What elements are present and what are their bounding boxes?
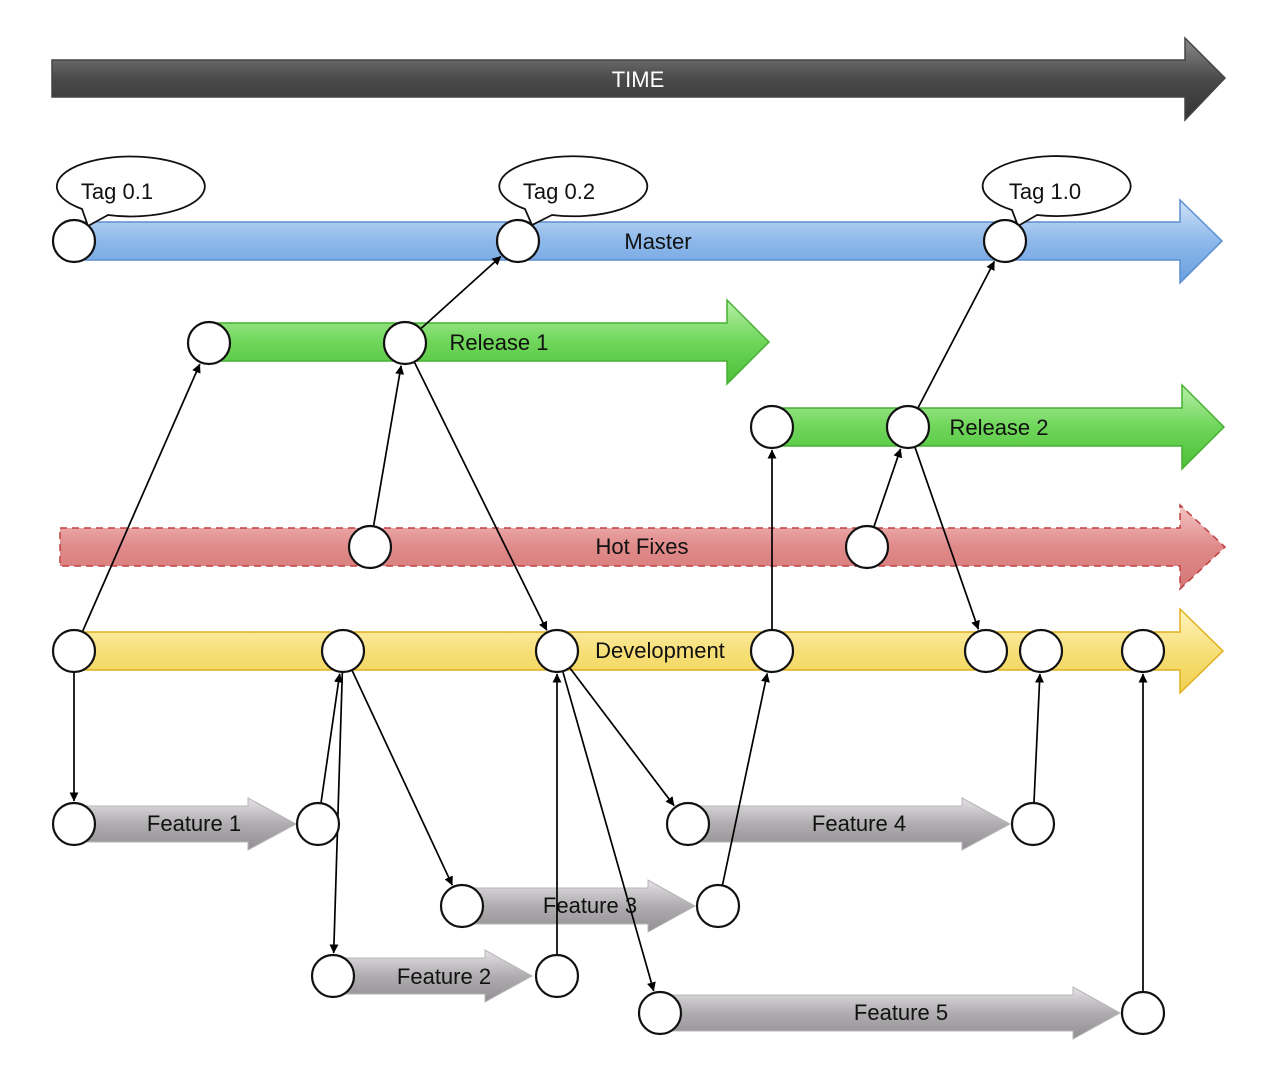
merge-arrow-rel2-2-to-master-3 xyxy=(917,261,996,408)
commit-development-6[interactable] xyxy=(1018,628,1064,674)
lane-feature-1-label: Feature 1 xyxy=(147,811,241,836)
commit-release-2-1[interactable] xyxy=(749,404,795,450)
merge-arrow-dev-3-to-feat5-1 xyxy=(562,671,656,992)
lane-feature-5: Feature 5 xyxy=(659,986,1122,1040)
merge-arrow-rel1-2-to-master-2 xyxy=(420,255,502,329)
merge-arrow-hotfix-1-to-rel1-2 xyxy=(372,365,405,526)
commit-master-1[interactable] xyxy=(51,218,97,264)
merge-arrow-dev-2-to-feat2-1 xyxy=(329,672,344,954)
lane-feature-5-label: Feature 5 xyxy=(854,1000,948,1025)
lane-development-label: Development xyxy=(595,638,725,663)
tag-bubble-0-1: Tag 0.1 xyxy=(55,155,206,228)
lane-release-1-label: Release 1 xyxy=(449,330,548,355)
commit-development-7[interactable] xyxy=(1120,628,1166,674)
lane-feature-2-label: Feature 2 xyxy=(397,964,491,989)
lane-hot-fixes: Hot Fixes xyxy=(59,503,1227,591)
lane-release-1: Release 1 xyxy=(207,298,771,386)
tag-label-0-2: Tag 0.2 xyxy=(523,179,595,204)
commit-development-4[interactable] xyxy=(749,628,795,674)
time-label: TIME xyxy=(612,67,665,92)
lane-feature-3: Feature 3 xyxy=(461,879,697,933)
lane-feature-4-label: Feature 4 xyxy=(812,811,906,836)
merge-arrow-feat3-2-to-dev-4 xyxy=(721,673,770,885)
tag-bubble-0-2: Tag 0.2 xyxy=(498,155,649,227)
merge-arrow-rel1-2-to-dev-3 xyxy=(413,362,548,631)
commit-feature-3-2[interactable] xyxy=(695,883,741,929)
merge-arrow-rel2-2-to-dev-5 xyxy=(914,447,980,630)
lane-feature-1: Feature 1 xyxy=(73,797,298,851)
commit-feature-5-1[interactable] xyxy=(637,990,683,1036)
commit-development-1[interactable] xyxy=(51,628,97,674)
lane-hot-fixes-label: Hot Fixes xyxy=(596,534,689,559)
lane-master-label: Master xyxy=(624,229,691,254)
commit-release-1-1[interactable] xyxy=(186,320,232,366)
commit-development-5[interactable] xyxy=(963,628,1009,674)
commits xyxy=(51,218,1166,1036)
lane-feature-4: Feature 4 xyxy=(687,797,1012,851)
commit-feature-2-1[interactable] xyxy=(310,953,356,999)
lane-feature-3-label: Feature 3 xyxy=(543,893,637,918)
merge-arrow-dev-3-to-feat4-1 xyxy=(569,667,675,807)
commit-feature-4-2[interactable] xyxy=(1010,801,1056,847)
commit-release-2-2[interactable] xyxy=(885,404,931,450)
commit-feature-1-2[interactable] xyxy=(295,801,341,847)
commit-hot-fix-1[interactable] xyxy=(347,524,393,570)
merge-links xyxy=(69,255,1148,992)
lane-release-2: Release 2 xyxy=(771,383,1226,471)
lane-master: Master xyxy=(71,198,1224,285)
lane-development: Development xyxy=(73,607,1225,695)
tag-label-0-1: Tag 0.1 xyxy=(81,179,153,204)
merge-arrow-hotfix-2-to-rel2-2 xyxy=(873,448,903,527)
lane-release-2-label: Release 2 xyxy=(949,415,1048,440)
commit-development-2[interactable] xyxy=(320,628,366,674)
commit-feature-3-1[interactable] xyxy=(439,883,485,929)
commit-feature-4-1[interactable] xyxy=(665,801,711,847)
commit-master-3[interactable] xyxy=(982,218,1028,264)
tag-bubble-1-0: Tag 1.0 xyxy=(981,155,1132,228)
commit-feature-2-2[interactable] xyxy=(534,953,580,999)
commit-release-1-2[interactable] xyxy=(382,320,428,366)
merge-arrow-dev-2-to-feat3-1 xyxy=(351,670,454,886)
time-arrow: TIME xyxy=(51,36,1227,122)
commit-feature-1-1[interactable] xyxy=(51,801,97,847)
commit-master-2[interactable] xyxy=(495,218,541,264)
merge-arrow-feat4-2-to-dev-6 xyxy=(1033,673,1045,803)
tag-label-1-0: Tag 1.0 xyxy=(1009,179,1081,204)
lane-feature-2: Feature 2 xyxy=(332,949,534,1003)
commit-hot-fix-2[interactable] xyxy=(844,524,890,570)
merge-arrow-feat1-2-to-dev-2 xyxy=(320,673,343,803)
commit-feature-5-2[interactable] xyxy=(1120,990,1166,1036)
merge-arrow-dev-1-to-rel1-1 xyxy=(82,363,201,632)
commit-development-3[interactable] xyxy=(534,628,580,674)
